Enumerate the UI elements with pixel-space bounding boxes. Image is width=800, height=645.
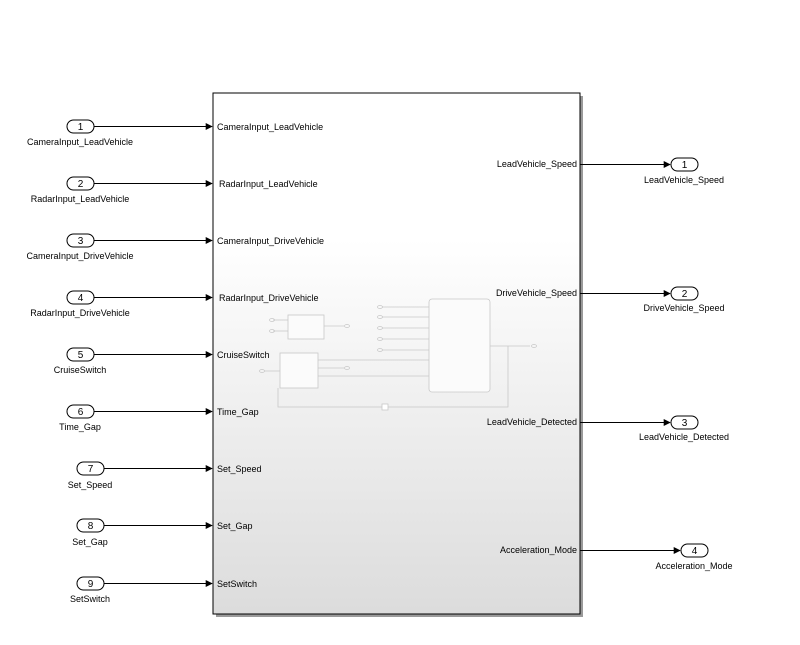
subsystem-output-port-label: LeadVehicle_Speed	[497, 159, 577, 169]
outport-number: 4	[692, 546, 698, 557]
inport-3[interactable]: 3	[66, 233, 95, 248]
inport-number: 2	[78, 179, 84, 190]
inport-number: 8	[88, 521, 94, 532]
subsystem-input-port-label: Time_Gap	[217, 407, 259, 417]
inport-9[interactable]: 9	[76, 576, 105, 591]
outport-name: LeadVehicle_Detected	[639, 432, 729, 442]
outport-number: 2	[682, 289, 688, 300]
inport-name: Time_Gap	[59, 422, 101, 432]
inport-8[interactable]: 8	[76, 518, 105, 533]
inport-1[interactable]: 1	[66, 119, 95, 134]
subsystem-output-port-label: LeadVehicle_Detected	[487, 417, 577, 427]
inport-number: 6	[78, 407, 84, 418]
inport-name: CameraInput_LeadVehicle	[27, 137, 133, 147]
inport-2[interactable]: 2	[66, 176, 95, 191]
subsystem-input-port-label: CruiseSwitch	[217, 350, 270, 360]
inport-number: 5	[78, 350, 84, 361]
subsystem-block[interactable]	[212, 92, 581, 615]
inport-number: 4	[78, 293, 84, 304]
inport-number: 7	[88, 464, 94, 475]
inport-name: CameraInput_DriveVehicle	[26, 251, 133, 261]
subsystem-input-port-label: RadarInput_DriveVehicle	[219, 293, 319, 303]
inport-7[interactable]: 7	[76, 461, 105, 476]
outport-number: 1	[682, 160, 688, 171]
subsystem-output-port-label: Acceleration_Mode	[500, 545, 577, 555]
inport-name: CruiseSwitch	[54, 365, 107, 375]
inport-number: 3	[78, 236, 84, 247]
subsystem-input-port-label: SetSwitch	[217, 579, 257, 589]
subsystem-input-port-label: RadarInput_LeadVehicle	[219, 179, 318, 189]
outport-name: LeadVehicle_Speed	[644, 175, 724, 185]
subsystem-thumbnail	[259, 298, 537, 411]
inport-name: RadarInput_LeadVehicle	[31, 194, 130, 204]
inport-name: RadarInput_DriveVehicle	[30, 308, 130, 318]
subsystem-input-port-label: CameraInput_LeadVehicle	[217, 122, 323, 132]
subsystem-input-port-label: CameraInput_DriveVehicle	[217, 236, 324, 246]
outport-4[interactable]: 4	[680, 543, 709, 558]
inport-4[interactable]: 4	[66, 290, 95, 305]
inport-name: Set_Speed	[68, 480, 113, 490]
inport-number: 9	[88, 579, 94, 590]
inport-number: 1	[78, 122, 84, 133]
outport-name: DriveVehicle_Speed	[643, 303, 724, 313]
subsystem-input-port-label: Set_Gap	[217, 521, 253, 531]
outport-3[interactable]: 3	[670, 415, 699, 430]
inport-5[interactable]: 5	[66, 347, 95, 362]
subsystem-output-port-label: DriveVehicle_Speed	[496, 288, 577, 298]
inport-name: SetSwitch	[70, 594, 110, 604]
outport-name: Acceleration_Mode	[655, 561, 732, 571]
inport-6[interactable]: 6	[66, 404, 95, 419]
outport-2[interactable]: 2	[670, 286, 699, 301]
inport-name: Set_Gap	[72, 537, 108, 547]
outport-1[interactable]: 1	[670, 157, 699, 172]
outport-number: 3	[682, 418, 688, 429]
subsystem-input-port-label: Set_Speed	[217, 464, 262, 474]
